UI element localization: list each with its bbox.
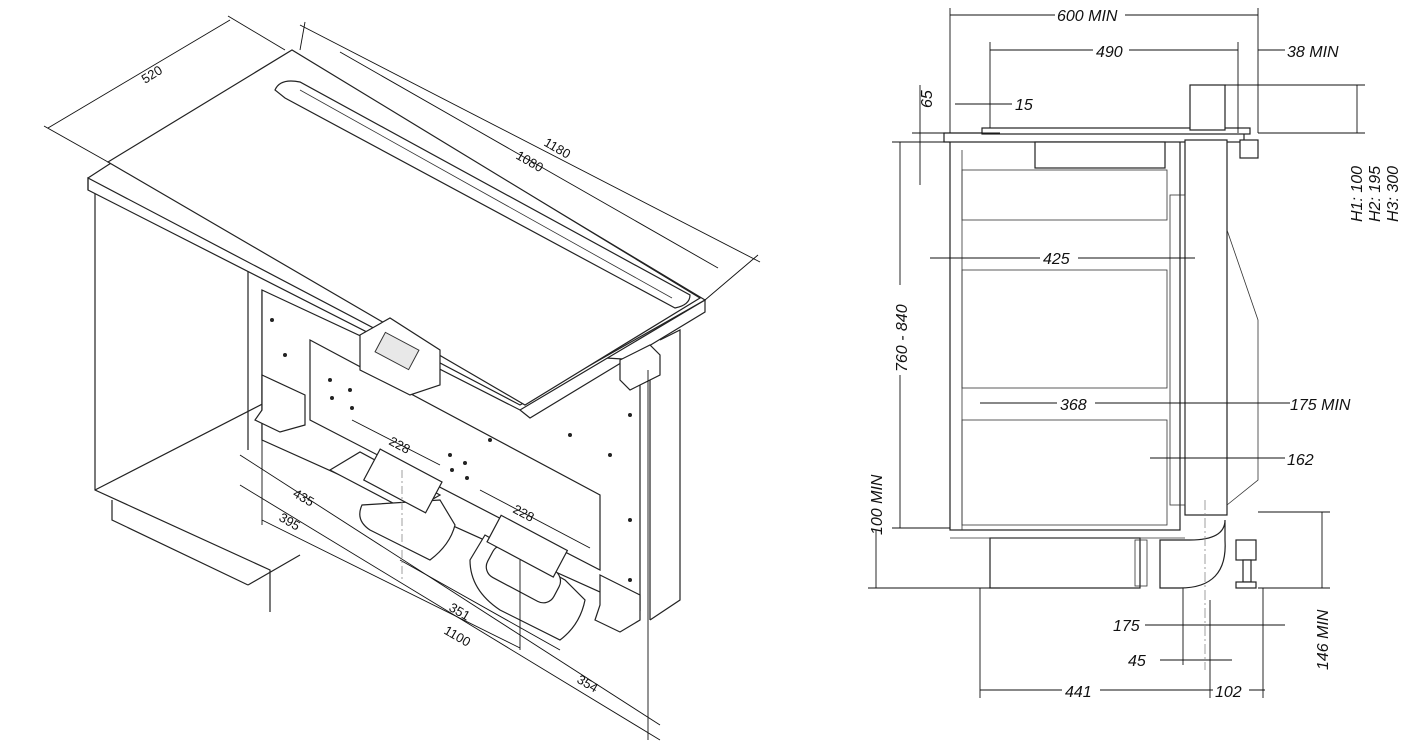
extractor-column (1184, 139, 1228, 516)
dim-351: 351 (447, 600, 473, 624)
dim-162: 162 (1287, 452, 1314, 469)
right-bracket (594, 574, 641, 633)
side-dimension-labels: 600 MIN 490 38 MIN 65 15 H1: 100 H2: 195… (869, 4, 1402, 701)
dim-520: 520 (139, 62, 165, 86)
duct-left (328, 448, 456, 561)
dim-395: 395 (277, 510, 303, 534)
screw-holes (270, 318, 632, 582)
hob-section (981, 127, 1251, 135)
mounting-clip (619, 344, 661, 391)
dim-102: 102 (1215, 684, 1242, 701)
dim-1080: 1080 (514, 148, 547, 175)
dim-h2: H2: 195 (1367, 166, 1384, 222)
duct-elbow (1159, 519, 1226, 589)
side-view: 600 MIN 490 38 MIN 65 15 H1: 100 H2: 195… (868, 4, 1402, 701)
dim-435: 435 (291, 486, 317, 510)
dim-175: 175 (1113, 618, 1140, 635)
dim-600-min: 600 MIN (1057, 8, 1118, 25)
dim-146-min: 146 MIN (1315, 609, 1332, 670)
motor-box (989, 537, 1141, 589)
dim-490: 490 (1096, 44, 1123, 61)
dim-425: 425 (1043, 251, 1070, 268)
dim-368: 368 (1060, 397, 1087, 414)
isometric-view: 520 1180 1080 228 228 435 395 351 1100 3… (43, 15, 761, 741)
dim-760-840: 760 - 840 (894, 304, 911, 372)
dim-h3: H3: 300 (1385, 166, 1402, 222)
dim-45: 45 (1128, 653, 1146, 670)
hob-body (1034, 141, 1166, 169)
vent-chimney (1189, 84, 1226, 131)
dim-441: 441 (1065, 684, 1092, 701)
iso-dimension-lines (43, 15, 761, 741)
dim-100-min: 100 MIN (869, 474, 886, 535)
dim-38-min: 38 MIN (1287, 44, 1339, 61)
dim-354: 354 (575, 672, 601, 696)
dim-65: 65 (919, 90, 936, 108)
motor-rail (309, 338, 601, 571)
downdraft-vent (274, 80, 691, 309)
dim-1100: 1100 (442, 623, 474, 650)
control-display (374, 331, 420, 371)
left-bracket (254, 374, 306, 433)
duct-right (469, 514, 586, 641)
dim-15: 15 (1015, 97, 1033, 114)
dim-h1: H1: 100 (1349, 166, 1366, 222)
dim-175-min: 175 MIN (1290, 397, 1351, 414)
side-cabinet (943, 84, 1259, 670)
